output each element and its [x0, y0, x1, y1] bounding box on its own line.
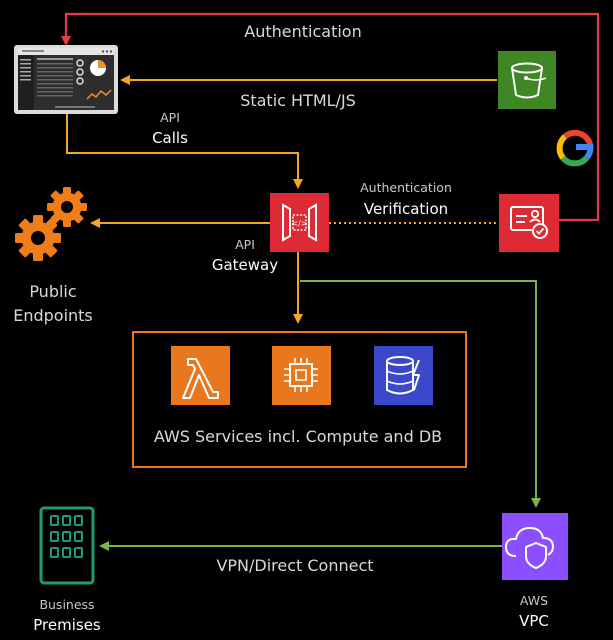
- api-gateway-label-1: API: [235, 237, 255, 252]
- cognito-identity-icon: [499, 194, 559, 252]
- dashboard-screenshot-icon: [14, 45, 118, 114]
- vpc-shield-icon: [502, 513, 568, 580]
- public-endpoints-label-1: Public: [29, 282, 76, 301]
- dynamodb-icon: [374, 346, 433, 405]
- api-calls-label-1: API: [160, 110, 180, 125]
- aws-services-label: AWS Services incl. Compute and DB: [154, 427, 442, 446]
- vpc-label-2: VPC: [519, 612, 549, 630]
- static-html-label: Static HTML/JS: [240, 91, 356, 110]
- api-gateway-label-2: Gateway: [212, 256, 278, 274]
- aws-services-group: [132, 331, 467, 468]
- vpc-label-1: AWS: [520, 593, 548, 608]
- api-calls-arrow: [66, 114, 303, 189]
- gears-icon: [15, 187, 87, 261]
- building-icon: [39, 506, 95, 585]
- ec2-icon: [272, 346, 331, 405]
- s3-bucket-icon: [498, 51, 556, 109]
- auth-verification-label-1: Authentication: [360, 180, 452, 195]
- business-label-2: Premises: [33, 616, 101, 634]
- authentication-label: Authentication: [244, 22, 361, 41]
- vpn-label: VPN/Direct Connect: [216, 556, 373, 575]
- api-calls-label-2: Calls: [152, 129, 188, 147]
- authentication-arrow: [61, 12, 600, 222]
- google-logo-icon: [556, 129, 594, 167]
- vpc-arrow: [300, 280, 541, 508]
- auth-verification-label-2: Verification: [364, 200, 448, 218]
- api-gateway-icon: </>: [270, 193, 329, 252]
- public-endpoints-label-2: Endpoints: [13, 306, 93, 325]
- svg-text:</>: </>: [291, 219, 307, 228]
- lambda-icon: [171, 346, 230, 405]
- business-label-1: Business: [39, 597, 94, 612]
